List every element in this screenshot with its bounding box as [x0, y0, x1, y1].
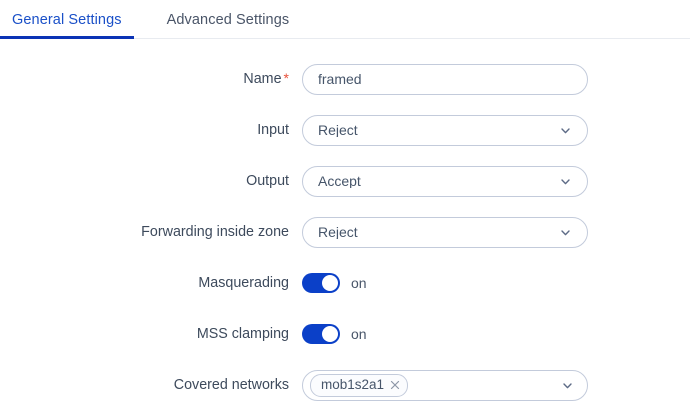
mss-clamping-toggle-wrap: on [302, 319, 367, 350]
masquerading-state-text: on [351, 275, 367, 291]
input-select[interactable]: Reject [302, 114, 588, 146]
output-label: Output [246, 172, 289, 189]
mss-clamping-label: MSS clamping [196, 325, 289, 342]
tab-advanced-settings-label: Advanced Settings [166, 11, 290, 28]
required-asterisk: * [283, 70, 289, 87]
form-row-mss-clamping: MSS clamping on [0, 318, 690, 350]
form-row-input: Input Reject [0, 114, 690, 146]
form-row-masquerading: Masquerading on [0, 267, 690, 299]
covered-networks-chips: mob1s2a1 [310, 373, 555, 397]
masquerading-toggle[interactable] [302, 273, 340, 293]
forwarding-inside-zone-select[interactable]: Reject [302, 216, 588, 248]
toggle-knob-icon [322, 326, 338, 342]
mss-clamping-state-text: on [351, 326, 367, 342]
name-input[interactable]: framed [302, 63, 588, 95]
output-select[interactable]: Accept [302, 165, 588, 197]
tab-general-settings-label: General Settings [12, 11, 122, 28]
general-settings-form: Name* framed Input Reject Output Accept [0, 39, 690, 401]
covered-networks-label: Covered networks [173, 376, 289, 393]
form-row-name: Name* framed [0, 63, 690, 95]
close-icon[interactable] [389, 379, 401, 391]
output-select-value: Accept [318, 174, 361, 188]
form-row-covered-networks: Covered networks mob1s2a1 [0, 369, 690, 401]
form-row-forwarding-inside-zone: Forwarding inside zone Reject [0, 216, 690, 248]
mss-clamping-toggle[interactable] [302, 324, 340, 344]
chevron-down-icon [561, 379, 574, 392]
toggle-knob-icon [322, 275, 338, 291]
form-row-output: Output Accept [0, 165, 690, 197]
masquerading-label: Masquerading [198, 274, 289, 291]
name-input-value: framed [318, 72, 362, 86]
forwarding-inside-zone-select-value: Reject [318, 225, 358, 239]
covered-networks-select[interactable]: mob1s2a1 [302, 369, 588, 401]
name-label: Name* [0, 71, 302, 86]
input-label: Input [257, 121, 289, 138]
masquerading-toggle-wrap: on [302, 268, 367, 299]
tab-general-settings[interactable]: General Settings [0, 0, 143, 39]
settings-tabbar: General Settings Advanced Settings [0, 0, 690, 39]
chip-item[interactable]: mob1s2a1 [310, 373, 409, 397]
chevron-down-icon [559, 175, 572, 188]
name-label-text: Name [243, 71, 282, 88]
tab-advanced-settings[interactable]: Advanced Settings [143, 0, 312, 39]
chevron-down-icon [559, 124, 572, 137]
input-select-value: Reject [318, 123, 358, 137]
chevron-down-icon [559, 226, 572, 239]
forwarding-inside-zone-label: Forwarding inside zone [141, 223, 289, 240]
chip-label: mob1s2a1 [321, 377, 385, 393]
